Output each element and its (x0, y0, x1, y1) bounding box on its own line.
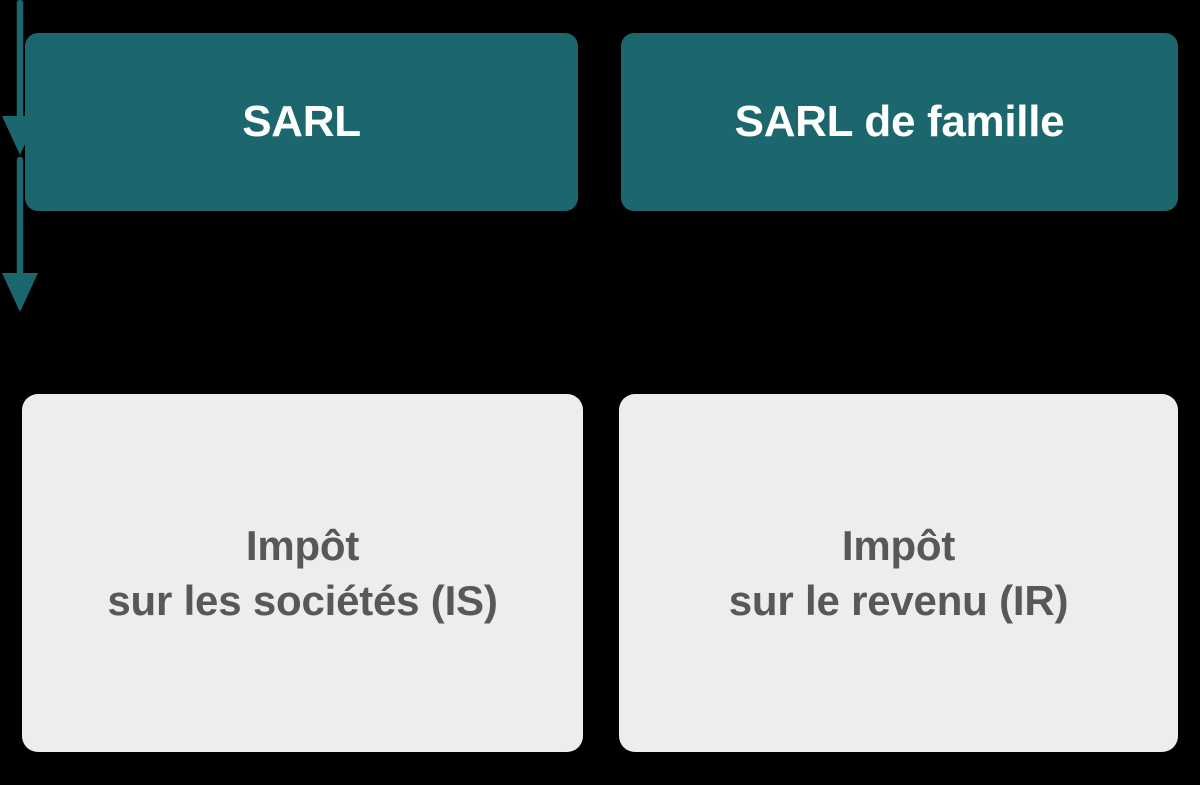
node-impot-revenu[interactable]: Impôt sur le revenu (IR) (619, 394, 1178, 752)
node-impot-revenu-label: Impôt sur le revenu (IR) (719, 518, 1079, 629)
node-impot-societes[interactable]: Impôt sur les sociétés (IS) (22, 394, 583, 752)
node-sarl-de-famille-label: SARL de famille (734, 96, 1065, 146)
arrow-sarl-de-famille-to-ir (0, 157, 40, 314)
node-impot-revenu-line1: Impôt (841, 521, 956, 569)
down-arrow-icon (2, 157, 38, 312)
node-impot-revenu-line2: sur le revenu (IR) (728, 577, 1069, 624)
node-sarl-label: SARL (242, 96, 361, 146)
node-impot-societes-line2: sur les sociétés (IS) (107, 577, 498, 624)
node-sarl-de-famille[interactable]: SARL de famille (621, 33, 1178, 211)
node-sarl[interactable]: SARL (25, 33, 578, 211)
node-impot-societes-label: Impôt sur les sociétés (IS) (97, 518, 507, 629)
node-impot-societes-line1: Impôt (245, 521, 360, 569)
